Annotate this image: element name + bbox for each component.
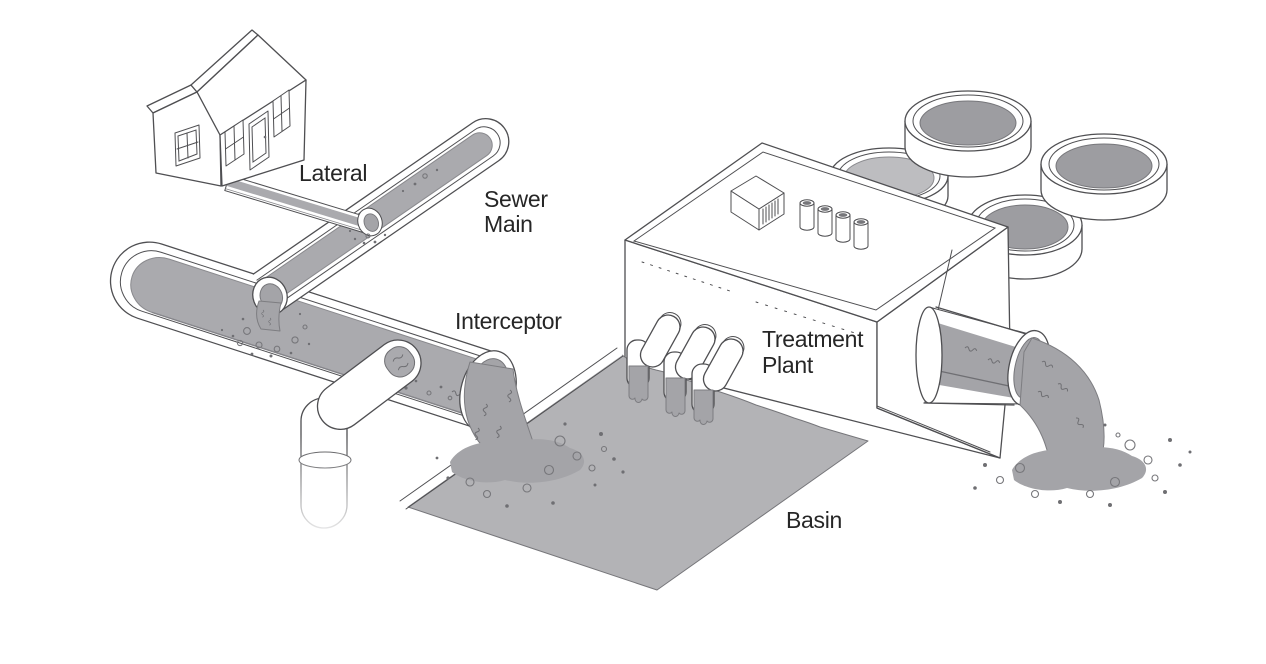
label-lateral: Lateral [299,160,367,186]
rooftop-vent-pipes [799,199,869,250]
rooftop-hvac-unit [730,175,785,231]
label-treatment-plant-line2: Plant [762,352,814,378]
lateral-pipe [224,174,387,245]
vent-pipe [853,218,869,250]
plant-outfall-pipe [915,306,1192,507]
pipe-wall-joint [915,306,943,404]
outfall-elbow [626,312,682,403]
plant-roof-rim [632,151,997,311]
label-sewer-main-line1: Sewer [484,186,548,212]
door [248,110,270,171]
gable-window [174,124,201,167]
vent-pipe [799,199,815,231]
splash [435,422,625,508]
outfall-elbow [691,336,745,425]
plant-wall-outfall-pipes [626,312,745,425]
label-treatment-plant-line1: Treatment [762,326,864,352]
side-window [272,89,291,138]
house [146,29,307,187]
vent-pipe [817,205,833,237]
label-sewer-main-line2: Main [484,211,533,237]
labels: Lateral Sewer Main Interceptor Treatment… [299,160,864,533]
outfall-elbow [663,324,717,417]
wall-sketch-line [641,261,737,294]
water-debris [401,168,439,193]
splash [220,312,311,358]
splash [348,229,387,245]
plant-base-edge [876,405,991,453]
label-basin: Basin [786,507,842,533]
splash [973,423,1192,507]
vent-pipe [835,211,851,243]
label-interceptor: Interceptor [455,308,562,334]
side-window [224,119,245,167]
pipe-collar [298,451,352,469]
clarifier-tank-right [1040,133,1168,221]
drop-pipe [298,339,422,529]
plant-roof [624,142,1009,323]
sewer-main-outfall [220,276,311,358]
clarifier-tank-top [904,90,1032,178]
lateral-outfall [357,207,383,237]
interceptor-outfall [435,350,625,508]
